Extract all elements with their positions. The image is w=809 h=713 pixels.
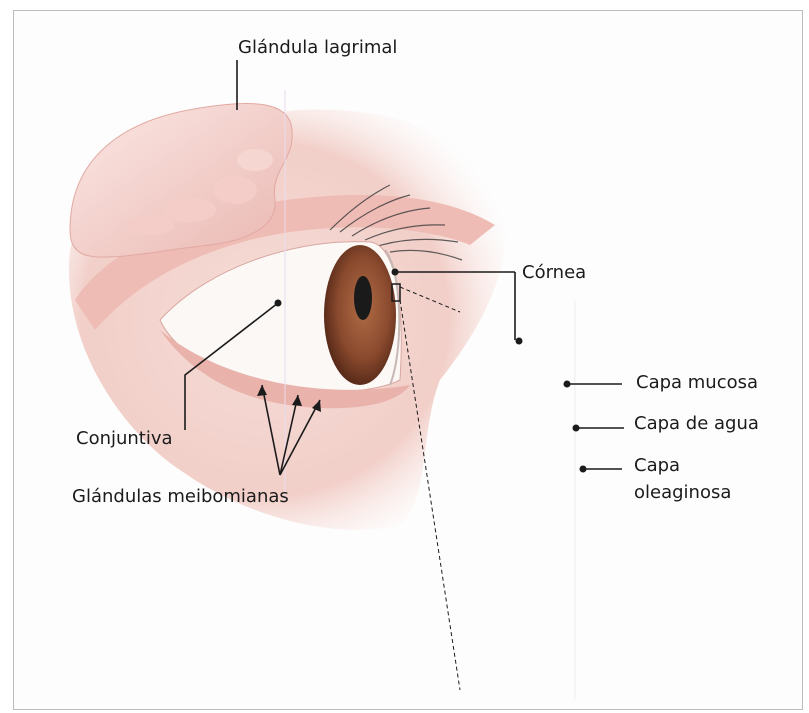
label-oily-layer-line1: Capa [634,455,680,477]
pupil [354,276,372,320]
label-conjunctiva: Conjuntiva [76,428,173,450]
label-meibomian-glands: Glándulas meibomianas [72,486,289,508]
label-lacrimal-gland: Glándula lagrimal [238,37,397,59]
label-water-layer: Capa de agua [634,413,759,435]
label-cornea: Córnea [522,262,586,284]
label-oily-layer-line2: oleaginosa [634,482,731,504]
label-mucous-layer: Capa mucosa [636,372,758,394]
